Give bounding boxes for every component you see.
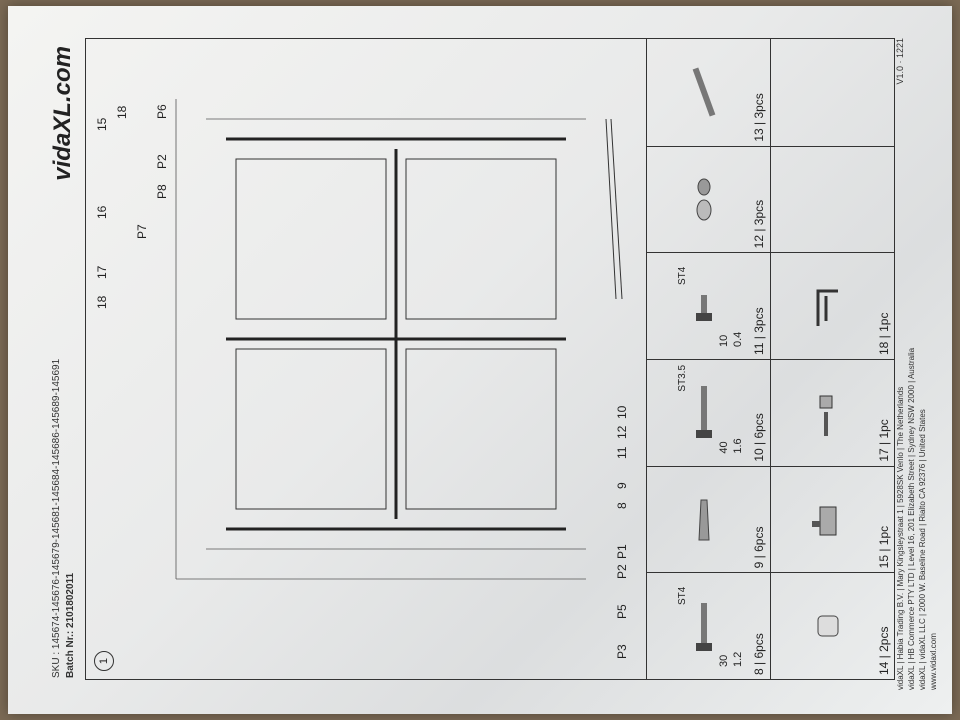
part-12-label: 12 | 3pcs xyxy=(752,199,766,249)
version-label: V1.0 · 1221 xyxy=(895,38,905,85)
part-cell-12: 12 | 3pcs xyxy=(647,145,771,253)
callout-18b: 18 xyxy=(115,105,129,119)
callout-17: 17 xyxy=(95,265,109,279)
batch-number: Batch Nr.: 2101802011 xyxy=(65,572,76,678)
wall-plug-icon xyxy=(674,485,734,555)
part-11-gauge: 0.4 xyxy=(732,331,744,348)
screw-icon xyxy=(674,591,734,661)
part-cell-13: 13 | 3pcs xyxy=(647,39,771,146)
part-8-label: 8 | 6pcs xyxy=(752,633,766,675)
part-cell-empty-1 xyxy=(771,145,895,253)
callout-p1: P1 xyxy=(615,544,629,559)
cap-icon xyxy=(674,165,734,235)
screw-icon xyxy=(674,271,734,341)
hinge-detail xyxy=(605,118,623,300)
footer-line-us: vidaXL | vidaXL LLC | 2000 W. Baseline R… xyxy=(918,409,927,690)
instruction-sheet: SKU : 145674-145676-145679-145681-145684… xyxy=(8,6,952,714)
part-17-label: 17 | 1pc xyxy=(877,419,891,462)
callout-p2-left: P2 xyxy=(615,564,629,579)
callout-p2-right: P2 xyxy=(155,154,169,169)
assembly-frame: 1 xyxy=(85,38,895,680)
part-cell-15: 15 | 1pc xyxy=(771,465,895,573)
callout-16: 16 xyxy=(95,205,109,219)
callout-12: 12 xyxy=(615,425,629,439)
vidaxl-logo: vidaXL.com xyxy=(49,46,76,181)
callout-p7: P7 xyxy=(135,224,149,239)
parts-table: 30 1.2 ST4 8 | 6pcs 9 | 6pcs 40 1. xyxy=(646,39,895,679)
cylinder-icon xyxy=(798,591,858,661)
sku-text: SKU : 145674-145676-145679-145681-145684… xyxy=(51,358,62,678)
part-9-label: 9 | 6pcs xyxy=(752,526,766,569)
part-cell-8: 30 1.2 ST4 8 | 6pcs xyxy=(647,572,771,679)
part-11-label: 11 | 3pcs xyxy=(752,307,766,356)
part-cell-10: 40 1.6 ST3.5 10 | 6pcs xyxy=(647,359,771,466)
screw-icon xyxy=(674,378,734,448)
part-cell-14: 14 | 2pcs xyxy=(771,572,895,679)
callout-11: 11 xyxy=(615,446,629,459)
part-cell-empty-2 xyxy=(771,39,895,146)
part-13-label: 13 | 3pcs xyxy=(752,93,766,142)
callout-9: 9 xyxy=(615,482,629,489)
footer-addresses: vidaXL | Habia Trading B.V. | Mary Kings… xyxy=(895,30,939,690)
part-10-gauge: 1.6 xyxy=(732,438,744,454)
part-15-label: 15 | 1pc xyxy=(877,525,891,569)
assembly-drawing: 15 16 17 18 18 P7 P1 P2 P3 P5 P6 P2 P8 8… xyxy=(95,99,629,659)
footer-line-nl: vidaXL | Habia Trading B.V. | Mary Kings… xyxy=(896,386,905,690)
callout-p8: P8 xyxy=(155,184,169,199)
frame-panels xyxy=(175,99,586,580)
rotated-page: SKU : 145674-145676-145679-145681-145684… xyxy=(45,30,938,690)
callout-p5: P5 xyxy=(615,604,629,619)
threaded-rod-icon xyxy=(674,57,734,127)
part-18-label: 18 | 1pc xyxy=(877,312,891,356)
callout-labels: 15 16 17 18 18 P7 P1 P2 P3 P5 P6 P2 P8 8… xyxy=(95,104,629,659)
allen-key-icon xyxy=(798,271,858,341)
part-14-label: 14 | 2pcs xyxy=(877,626,891,675)
bolt-set-icon xyxy=(798,378,858,448)
bracket-icon xyxy=(798,485,858,555)
callout-10: 10 xyxy=(615,405,629,419)
part-cell-17: 17 | 1pc xyxy=(771,359,895,466)
callout-15: 15 xyxy=(95,117,109,131)
part-cell-18: 18 | 1pc xyxy=(771,252,895,360)
footer-website: www.vidaxl.com xyxy=(929,633,938,690)
footer-line-au: vidaXL | HB Commerce PTY LTD | Level 16,… xyxy=(907,347,916,690)
part-cell-9: 9 | 6pcs xyxy=(647,465,771,573)
part-10-label: 10 | 6pcs xyxy=(752,413,766,462)
part-8-gauge: 1.2 xyxy=(732,651,744,667)
part-cell-11: 10 0.4 ST4 11 | 3pcs xyxy=(647,252,771,360)
callout-18a: 18 xyxy=(95,295,109,309)
callout-8: 8 xyxy=(615,502,629,509)
callout-p3: P3 xyxy=(615,644,629,659)
callout-p6: P6 xyxy=(155,104,169,119)
